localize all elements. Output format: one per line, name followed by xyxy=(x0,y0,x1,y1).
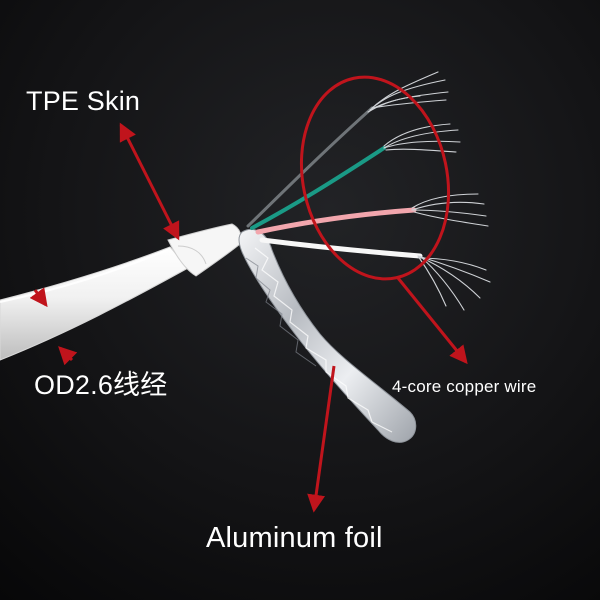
od-label: OD2.6线经 xyxy=(34,370,168,400)
cable-jacket xyxy=(0,223,242,361)
od-arrow-top xyxy=(29,287,48,308)
highlight-ellipse xyxy=(299,75,451,281)
tpe-skin-label: TPE Skin xyxy=(26,86,141,116)
od-arrow-bottom xyxy=(58,346,78,366)
annotation-arrows xyxy=(29,122,468,513)
copper-wire-label: 4-core copper wire xyxy=(392,377,537,396)
copper-strands xyxy=(367,71,491,311)
aluminum-foil xyxy=(238,228,417,443)
copper-wire-arrow xyxy=(396,277,468,365)
tpe-skin-arrow xyxy=(119,122,180,241)
aluminum-foil-arrow xyxy=(307,365,336,513)
inner-wires xyxy=(246,106,423,259)
aluminum-foil-label: Aluminum foil xyxy=(206,522,383,554)
